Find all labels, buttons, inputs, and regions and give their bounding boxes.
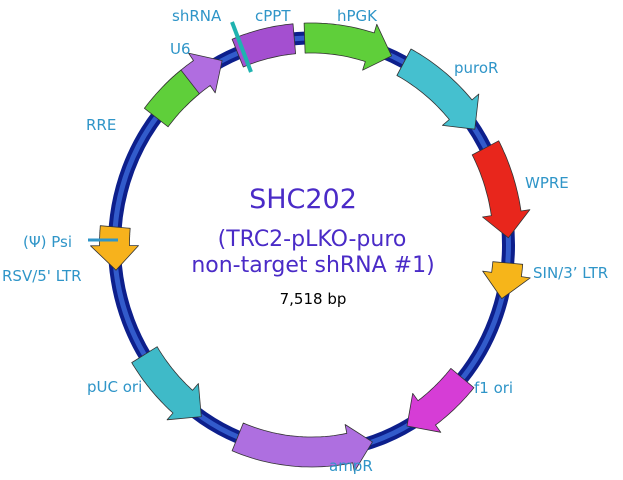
- label-hpgk: hPGK: [337, 7, 378, 25]
- plasmid-name: SHC202: [249, 184, 357, 215]
- feature-pucori: [131, 346, 202, 421]
- feature-hpgk-arrow-icon: [303, 22, 392, 71]
- plasmid-subtitle-line2: non-target shRNA #1): [191, 253, 434, 278]
- feature-ampr: [231, 422, 373, 472]
- label-wpre: WPRE: [525, 174, 569, 192]
- feature-rre-arrow-icon: [144, 69, 200, 128]
- feature-hpgk: [303, 22, 392, 71]
- feature-puror: [396, 48, 480, 130]
- label-psi: (Ψ) Psi: [23, 233, 72, 251]
- feature-wpre-arrow-icon: [471, 140, 531, 239]
- feature-arrows: [90, 22, 531, 472]
- label-cppt: cPPT: [255, 7, 291, 25]
- label-puror: puroR: [454, 59, 498, 77]
- plasmid-size: 7,518 bp: [280, 290, 347, 308]
- label-f1ori: f1 ori: [474, 379, 513, 397]
- shrna-marker: [230, 21, 253, 73]
- feature-ampr-arrow-icon: [231, 422, 373, 472]
- feature-wpre: [471, 140, 531, 239]
- feature-f1ori-arrow-icon: [406, 368, 475, 433]
- feature-rre: [144, 69, 200, 128]
- feature-cppt: [231, 23, 296, 68]
- plasmid-subtitle-line1: (TRC2-pLKO-puro: [218, 227, 407, 252]
- feature-rsv5ltr: [90, 225, 139, 271]
- label-sin3ltr: SIN/3’ LTR: [533, 264, 608, 282]
- label-pucori: pUC ori: [87, 378, 142, 396]
- feature-pucori-arrow-icon: [131, 346, 202, 421]
- feature-sin3ltr: [482, 261, 531, 299]
- feature-puror-arrow-icon: [396, 48, 480, 130]
- feature-f1ori: [406, 368, 475, 433]
- label-shrna: shRNA: [172, 7, 222, 25]
- feature-rsv5ltr-arrow-icon: [90, 225, 139, 271]
- label-rre: RRE: [86, 116, 116, 134]
- site-markers: [88, 21, 253, 242]
- label-rsv5ltr: RSV/5' LTR: [2, 267, 82, 285]
- feature-sin3ltr-arrow-icon: [482, 261, 531, 299]
- label-u6: U6: [170, 40, 191, 58]
- feature-cppt-arrow-icon: [231, 23, 296, 68]
- label-ampr: ampR: [329, 457, 373, 475]
